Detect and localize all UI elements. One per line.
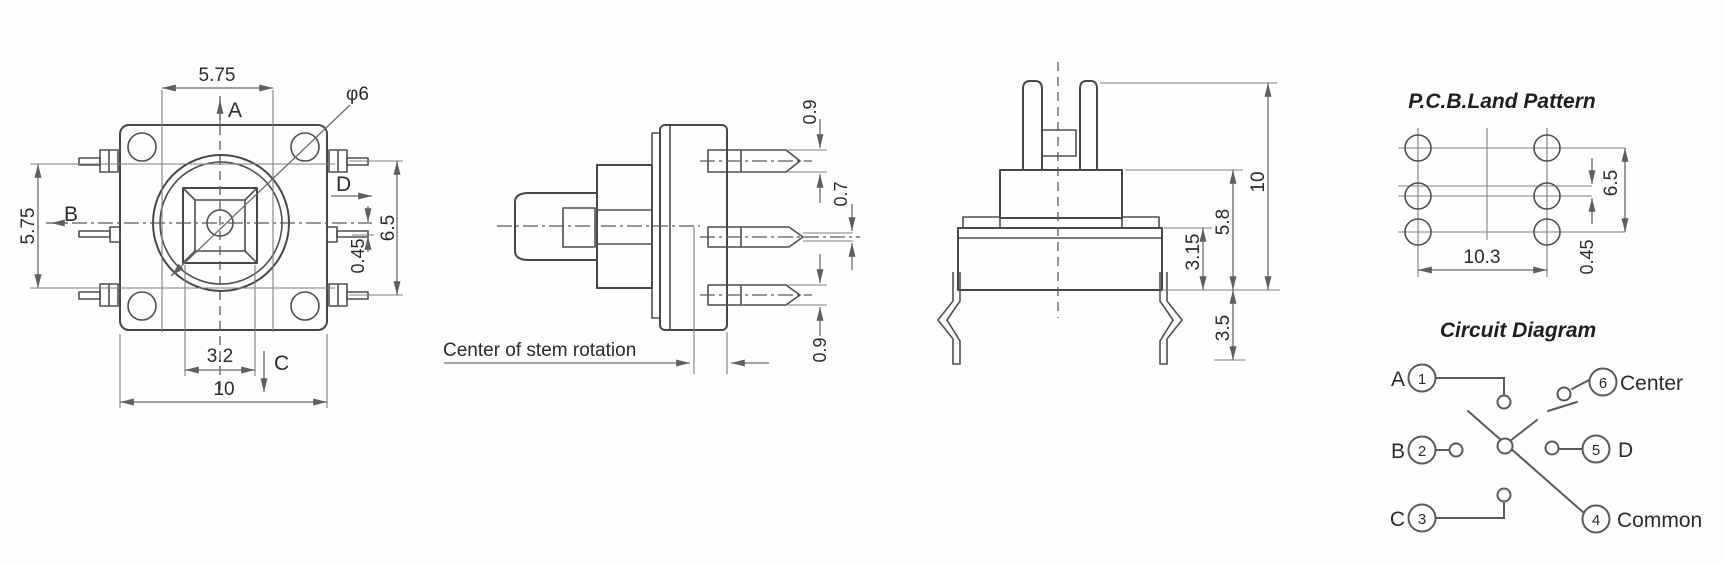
terminal-1: 1 A (1391, 363, 1437, 393)
terminal-5-number: 5 (1592, 442, 1600, 459)
terminal-2-number: 2 (1418, 443, 1426, 460)
terminal-1-number: 1 (1418, 371, 1426, 388)
diameter-leader-line (170, 104, 351, 277)
common-pole-contact (1496, 437, 1514, 455)
dim-top-pin-width: 0.9 (800, 99, 820, 124)
terminal-2-label: B (1391, 440, 1405, 463)
dim-leg-length: 3.5 (1213, 315, 1234, 341)
terminal-3-number: 3 (1418, 511, 1426, 528)
snap-in-legs (937, 272, 1183, 365)
dim-shaft-diameter: φ6 (346, 84, 369, 105)
terminal-5: 5 D (1581, 434, 1633, 464)
dim-height-above-base: 5.8 (1213, 209, 1234, 235)
circuit-wires (1435, 377, 1590, 519)
terminal-4-label: Common (1617, 509, 1702, 532)
terminal-4-number: 4 (1592, 512, 1600, 529)
note-center-of-stem-rotation: Center of stem rotation (443, 340, 636, 361)
top-view-drawing: 5.75 5.75 A B C D φ6 6.5 0.45 3.2 1 (18, 65, 403, 408)
dim-row-span: 6.5 (1601, 170, 1622, 196)
left-terminal-pins (78, 149, 121, 307)
direction-left-label: B (64, 203, 78, 226)
circuit-diagram: Circuit Diagram 1 A (1390, 319, 1702, 534)
dim-base-height: 3.15 (1183, 234, 1204, 271)
terminal-1-label: A (1391, 368, 1405, 391)
pcb-land-pattern: P.C.B.Land Pattern 6.5 0.45 10.3 (1398, 90, 1629, 277)
dim-left-height: 5.75 (18, 208, 39, 245)
dim-middle-row-offset: 0.45 (1577, 239, 1597, 274)
terminal-6: 6 Center (1588, 367, 1683, 397)
dim-top-width: 5.75 (199, 65, 236, 86)
dim-stem-flat: 3.2 (207, 346, 233, 367)
stem-front-outline (1022, 80, 1098, 171)
dim-bottom-pin-width: 0.9 (810, 337, 830, 362)
terminal-5-label: D (1618, 439, 1633, 462)
terminal-3: 3 C (1390, 503, 1437, 533)
circuit-contacts (1448, 386, 1572, 503)
terminal-4: 4 Common (1581, 504, 1702, 534)
common-blade (1467, 410, 1585, 514)
land-pattern-holes (1404, 134, 1561, 246)
dim-total-height: 10 (1248, 171, 1269, 192)
terminal-6-number: 6 (1599, 375, 1607, 392)
front-view-drawing: 3.15 5.8 3.5 10 (937, 62, 1280, 365)
direction-up-label: A (228, 99, 242, 122)
dim-column-pitch: 10.3 (1464, 247, 1501, 268)
dim-middle-pin-width: 0.7 (831, 181, 851, 206)
terminal-2: 2 B (1391, 435, 1437, 465)
pcb-land-pattern-title: P.C.B.Land Pattern (1408, 90, 1595, 113)
circuit-diagram-title: Circuit Diagram (1440, 319, 1596, 342)
dim-body-width: 10 (213, 379, 234, 400)
dim-pin-row-span: 6.5 (378, 215, 399, 241)
terminal-6-label: Center (1620, 372, 1683, 395)
switch-body-front-outline (957, 169, 1163, 291)
stem-side-outline (514, 192, 598, 261)
terminal-3-label: C (1390, 508, 1405, 531)
side-terminal-pins (707, 149, 853, 306)
direction-right-label: D (336, 173, 351, 196)
side-view-drawing: Center of stem rotation 0.9 0.7 0.9 (443, 99, 860, 374)
dim-center-pin-offset: 0.45 (348, 238, 368, 273)
direction-down-label: C (274, 352, 289, 375)
